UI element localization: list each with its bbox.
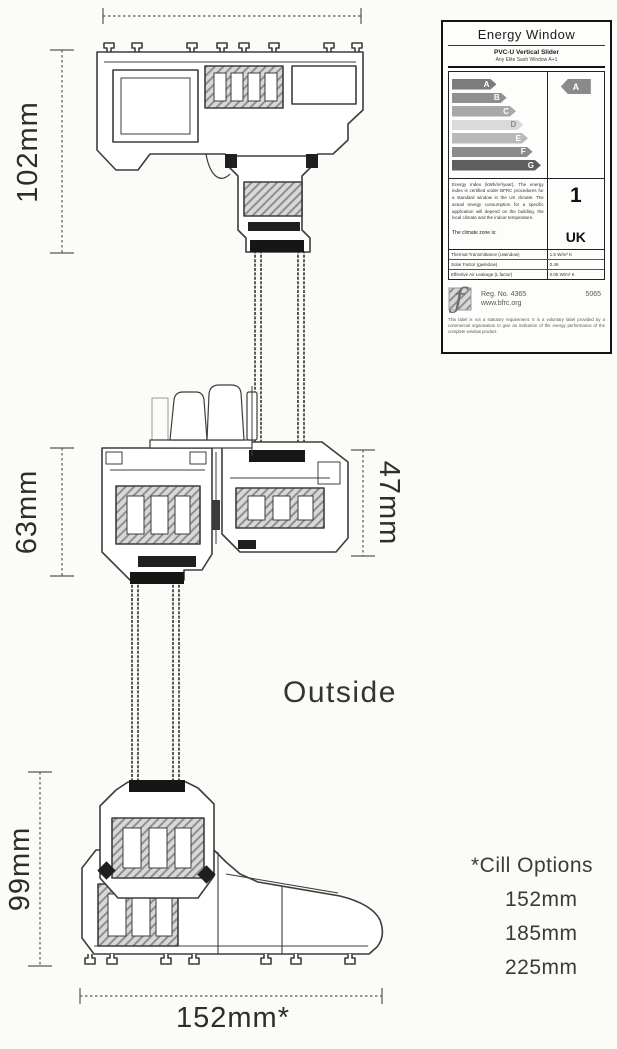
climate-zone-text: The climate zone is: <box>452 230 497 236</box>
row-value: 0.49 <box>546 259 604 269</box>
rating-bar-d: D <box>452 120 523 131</box>
energy-rating-label: Energy Window PVC-U Vertical Slider Any … <box>441 20 612 354</box>
label-disclaimer: This label is not a statutory requiremen… <box>448 316 605 334</box>
certification-row: ƒ Reg. No. 4365 5065 www.bfrc.org <box>448 284 605 314</box>
dimension-label-head-height: 102mm <box>12 101 44 203</box>
meeting-rail-right-drawing <box>221 441 349 553</box>
product-subtitle: Any Elite Sash Window A+1 <box>495 57 558 63</box>
dimension-label-meeting-rail: 63mm <box>11 469 43 555</box>
energy-index-value: 1 <box>569 183 582 207</box>
row-label: Effective Air Leakage (L factor) <box>451 271 513 277</box>
rating-bars-row: A B C D E F G A <box>449 72 604 178</box>
energy-label-product: PVC-U Vertical Slider Any Elite Sash Win… <box>448 49 605 68</box>
performance-table: Thermal Transmittance (Uwindow) 1.5 W/m²… <box>449 248 604 279</box>
svg-text:ƒ: ƒ <box>448 284 469 314</box>
energy-index-values-cell: 1 UK <box>546 178 604 249</box>
rating-bar-f: F <box>452 147 533 158</box>
rating-bars: A B C D E F G <box>449 72 547 178</box>
outside-label: Outside <box>283 676 397 709</box>
energy-index-text-cell: Energy Index (kWh/m²/year). The energy i… <box>449 179 547 249</box>
dimension-label-cill-width: 152mm* <box>176 1002 290 1034</box>
cill-options-list: *Cill Options 152mm 185mm 225mm <box>455 854 617 980</box>
row-value: 0.05 W/m² K <box>546 269 604 279</box>
bfrc-logo: ƒ <box>448 284 472 314</box>
rating-bar-g: G <box>452 160 541 171</box>
head-section-drawing <box>96 42 364 253</box>
dimension-label-sash-depth: 47mm <box>373 460 405 546</box>
cill-option-152: 152mm <box>505 888 578 911</box>
energy-label-title: Energy Window <box>448 26 605 46</box>
dimension-lines <box>28 8 383 1004</box>
cill-options-title: *Cill Options <box>471 854 594 877</box>
certifier-website: www.bfrc.org <box>481 299 522 307</box>
rating-badge-cell: A <box>546 72 604 178</box>
energy-index-row: Energy Index (kWh/m²/year). The energy i… <box>449 177 604 249</box>
rating-bar-b: B <box>452 93 507 104</box>
registration-block: Reg. No. 4365 5065 www.bfrc.org <box>481 291 605 307</box>
climate-zone-value: UK <box>565 228 586 245</box>
table-row: Solar Factor (gwindow) 0.49 <box>449 258 604 269</box>
table-row: Effective Air Leakage (L factor) 0.05 W/… <box>449 268 604 279</box>
meeting-rail-left-drawing <box>101 447 220 584</box>
energy-rating-box: A B C D E F G A Energy Index (kWh/m²/yea… <box>448 71 605 280</box>
dimension-label-bottom-rail: 99mm <box>4 826 36 912</box>
row-label: Solar Factor (gwindow) <box>451 261 498 267</box>
cill-option-225: 225mm <box>505 956 578 979</box>
registration-code: 5065 <box>585 290 601 298</box>
registration-number: Reg. No. 4365 <box>481 290 527 298</box>
bottom-sash-drawing <box>97 780 216 899</box>
rating-bar-a: A <box>452 79 496 90</box>
product-name: PVC-U Vertical Slider <box>493 49 560 56</box>
row-label: Thermal Transmittance (Uwindow) <box>451 251 520 257</box>
rating-bar-e: E <box>452 133 528 144</box>
rating-badge: A <box>560 79 591 94</box>
glazing-lower-drawing <box>131 576 180 788</box>
glazing-upper-drawing <box>254 246 305 458</box>
rating-bar-c: C <box>452 106 516 117</box>
cill-option-185: 185mm <box>505 922 578 945</box>
row-value: 1.5 W/m² K <box>546 249 604 259</box>
sash-latch-drawing <box>149 384 258 456</box>
table-row: Thermal Transmittance (Uwindow) 1.5 W/m²… <box>449 249 604 259</box>
energy-index-description: Energy Index (kWh/m²/year). The energy i… <box>452 181 544 221</box>
